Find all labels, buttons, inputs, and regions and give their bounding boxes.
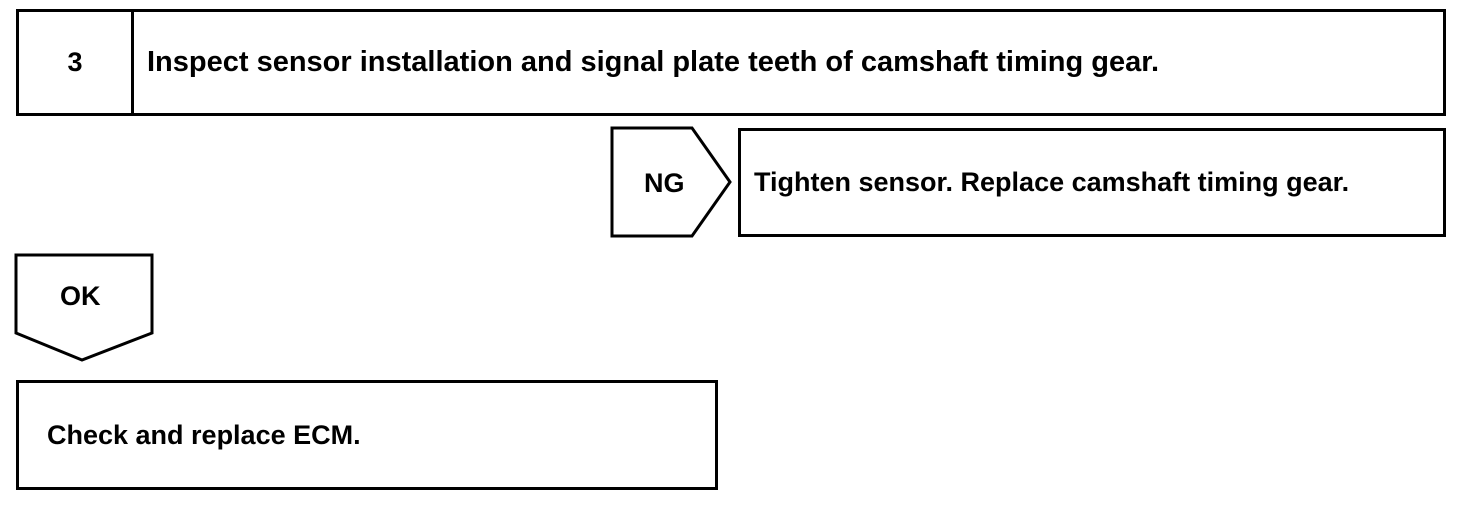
ng-label: NG xyxy=(644,168,685,198)
ok-action-box: Check and replace ECM. xyxy=(16,380,718,490)
step-title: Inspect sensor installation and signal p… xyxy=(147,46,1159,78)
step-number: 3 xyxy=(19,12,134,113)
ok-action-text: Check and replace ECM. xyxy=(47,419,361,450)
ng-action-box: Tighten sensor. Replace camshaft timing … xyxy=(738,128,1446,237)
ok-label: OK xyxy=(60,281,101,311)
ng-arrow-outline xyxy=(610,126,732,238)
ok-arrow-outline xyxy=(14,253,154,362)
ng-action-text: Tighten sensor. Replace camshaft timing … xyxy=(754,167,1350,197)
step-box: 3 Inspect sensor installation and signal… xyxy=(16,9,1446,116)
